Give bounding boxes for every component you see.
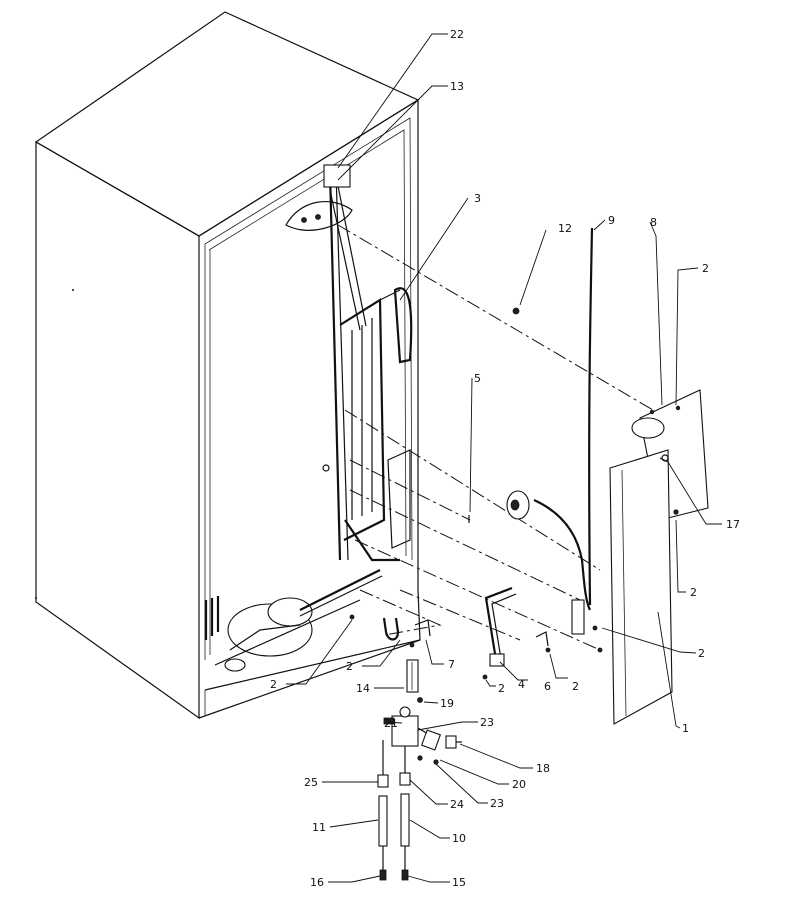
callout-12: 12 — [558, 222, 572, 235]
callout-25: 25 — [304, 776, 318, 789]
water-valve-assembly — [377, 706, 462, 881]
leader-lines — [286, 33, 722, 883]
callout-24: 24 — [450, 798, 464, 811]
callout-3: 3 — [474, 192, 481, 205]
condenser-coil-assembly — [285, 164, 413, 562]
callout-21: 21 — [384, 717, 398, 730]
callout-labels: 22 13 3 12 9 8 2 5 17 2 2 1 2 6 4 2 7 2 … — [270, 28, 740, 889]
callout-22: 22 — [450, 28, 464, 41]
callout-4: 4 — [518, 678, 525, 691]
callout-18: 18 — [536, 762, 550, 775]
callout-7: 7 — [448, 658, 455, 671]
callout-2-tube: 2 — [498, 682, 505, 695]
compressor — [214, 569, 383, 672]
callout-5: 5 — [474, 372, 481, 385]
callout-10: 10 — [452, 832, 466, 845]
callout-6: 6 — [544, 680, 551, 693]
power-cord — [506, 227, 594, 635]
callout-23-upper: 23 — [480, 716, 494, 729]
callout-17: 17 — [726, 518, 740, 531]
callout-8: 8 — [650, 216, 657, 229]
explosion-lines — [337, 224, 671, 651]
rear-access-panel — [609, 449, 673, 725]
callout-2-top: 2 — [702, 262, 709, 275]
callout-1: 1 — [682, 722, 689, 735]
callout-23-lower: 23 — [490, 797, 504, 810]
small-hardware — [349, 307, 679, 703]
callout-9: 9 — [608, 214, 615, 227]
callout-20: 20 — [512, 778, 526, 791]
callout-11: 11 — [312, 821, 326, 834]
callout-2-cord: 2 — [698, 647, 705, 660]
callout-2-clip: 2 — [572, 680, 579, 693]
callout-19: 19 — [440, 697, 454, 710]
callout-16: 16 — [310, 876, 324, 889]
callout-15: 15 — [452, 876, 466, 889]
callout-14: 14 — [356, 682, 370, 695]
callout-13: 13 — [450, 80, 464, 93]
callout-2-panel: 2 — [690, 586, 697, 599]
callout-2-hook: 2 — [346, 660, 353, 673]
callout-2-base: 2 — [270, 678, 277, 691]
refrigerator-cabinet — [34, 11, 421, 720]
